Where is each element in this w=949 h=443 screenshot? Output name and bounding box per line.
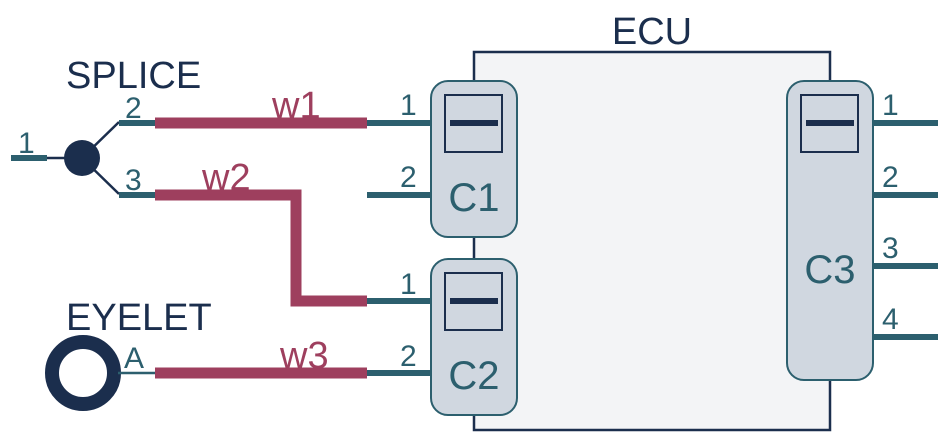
connector-c2[interactable]: 1 2 C2 [367, 258, 518, 416]
c3-pin-1-label: 1 [882, 89, 899, 122]
splice-title: SPLICE [66, 55, 201, 97]
connector-c1[interactable]: 1 2 C1 [367, 80, 518, 238]
splice-pin-2-label: 2 [125, 92, 142, 125]
c3-pin-4-label: 4 [882, 303, 899, 336]
wire-w3-label: w3 [279, 335, 329, 377]
eyelet-pin-a-label: A [124, 342, 144, 375]
wire-w1-label: w1 [271, 85, 321, 127]
c2-pin-1-label: 1 [400, 268, 417, 301]
connector-c3[interactable]: 1 2 3 4 C3 [786, 80, 938, 381]
splice-pin-1-label: 1 [18, 127, 35, 160]
c1-latch-icon [444, 94, 503, 153]
c2-label: C2 [448, 354, 499, 398]
c3-label: C3 [804, 248, 855, 292]
ecu-body[interactable] [472, 50, 832, 432]
splice-pin-3-label: 3 [125, 164, 142, 197]
wire-w2[interactable] [155, 189, 367, 307]
c3-housing[interactable] [786, 80, 874, 381]
c1-label: C1 [448, 176, 499, 220]
c2-latch-icon [444, 272, 503, 331]
c3-latch-icon [800, 94, 859, 153]
c3-pin-3-label: 3 [882, 232, 899, 265]
c3-pin-2-label: 2 [882, 161, 899, 194]
c1-pin-1-label: 1 [400, 89, 417, 122]
c2-pin-2-label: 2 [400, 340, 417, 373]
eyelet-ring[interactable] [45, 335, 121, 411]
wire-w2-label: w2 [201, 157, 251, 199]
ecu-title: ECU [612, 11, 692, 53]
eyelet-title: EYELET [66, 297, 212, 339]
splice-node[interactable] [64, 140, 100, 176]
c1-pin-2-label: 2 [400, 161, 417, 194]
